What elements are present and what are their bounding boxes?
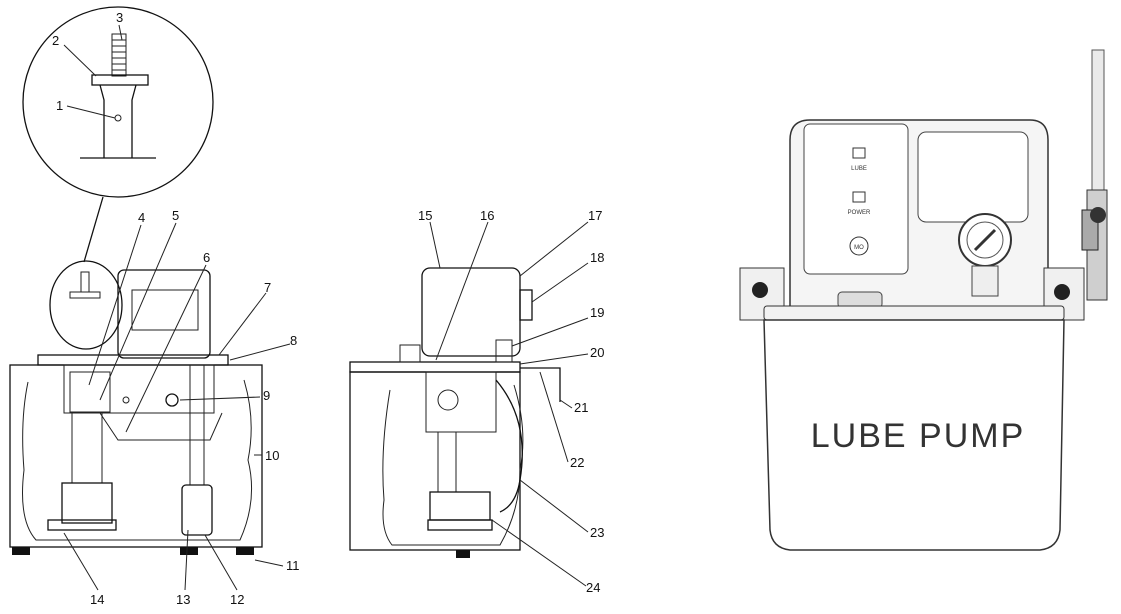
tank-label: LUBE PUMP <box>811 417 1026 455</box>
callout-20: 20 <box>590 345 604 360</box>
callout-21: 21 <box>574 400 588 415</box>
callout-1: 1 <box>56 98 63 113</box>
callout-22: 22 <box>570 455 584 470</box>
callout-leaders <box>63 24 589 591</box>
callout-numbers: 1 2 3 4 5 6 7 8 9 10 11 12 13 14 15 16 1… <box>52 10 604 607</box>
callout-23: 23 <box>590 525 604 540</box>
callout-18: 18 <box>590 250 604 265</box>
callout-16: 16 <box>480 208 494 223</box>
lube-tank <box>763 319 1065 551</box>
callout-9: 9 <box>263 388 270 403</box>
callout-10: 10 <box>265 448 279 463</box>
power-indicator-label: POWER <box>848 210 871 216</box>
callout-13: 13 <box>176 592 190 607</box>
callout-14: 14 <box>90 592 104 607</box>
callout-6: 6 <box>203 250 210 265</box>
callout-15: 15 <box>418 208 432 223</box>
callout-3: 3 <box>116 10 123 25</box>
callout-4: 4 <box>138 210 145 225</box>
callout-24: 24 <box>586 580 600 595</box>
lube-pump-photo: LUBE POWER MO LUBE PUMP <box>739 49 1108 551</box>
callout-7: 7 <box>264 280 271 295</box>
callout-17: 17 <box>588 208 602 223</box>
callout-12: 12 <box>230 592 244 607</box>
callout-5: 5 <box>172 208 179 223</box>
lube-indicator-label: LUBE <box>851 166 867 172</box>
detail-magnifier-circle <box>22 6 214 198</box>
callout-11: 11 <box>286 558 300 573</box>
mo-button-label: MO <box>854 245 864 251</box>
mo-button <box>849 236 869 256</box>
callout-8: 8 <box>290 333 297 348</box>
callout-19: 19 <box>590 305 604 320</box>
side-view-drawing <box>349 267 561 558</box>
front-view-drawing <box>9 6 263 555</box>
callout-2: 2 <box>52 33 59 48</box>
